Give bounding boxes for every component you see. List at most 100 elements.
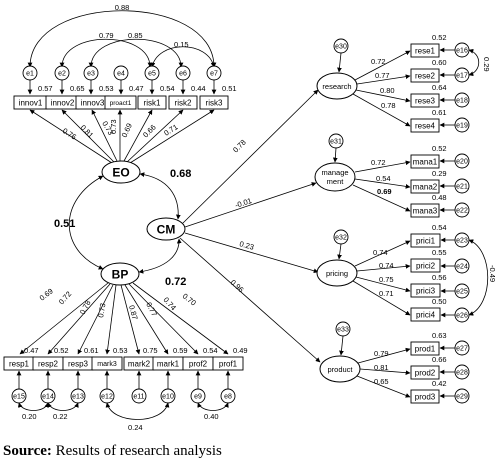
indicator-label: proact1 [110,100,132,107]
error-e28 [454,364,470,380]
indicator-rese3 [410,93,440,108]
indicator-label: prod3 [415,393,436,402]
indicator-prod2 [410,365,440,380]
cov-e15-e14 [17,402,50,411]
indicator-label: mana3 [413,207,438,216]
cov-eo-bp-value: 0.51 [54,218,75,230]
indicator-rese4 [410,118,440,133]
error-label: e6 [179,71,187,78]
error-e20 [454,153,470,169]
sem-path-diagram: e1 e2 e3 e4 e5 e6 e7 0.57 0.65 0.53 0.47… [3,3,497,432]
indicator-label: risk3 [206,99,223,108]
pricing-block: prici1 prici2 prici3 prici4 0.74 0.74 0.… [352,223,497,323]
loading-value: 0.77 [375,71,390,80]
eo-errors: e1 e2 e3 e4 e5 e6 e7 [22,65,222,81]
error-label: e14 [42,394,54,401]
r2-value: 0.53 [113,346,128,355]
loading-value: 0.72 [57,289,73,306]
cov-value: 0.40 [204,412,219,421]
r2-value: 0.48 [432,193,447,202]
error-label: e25 [456,289,468,296]
indicator-label: prod1 [415,345,436,354]
r2-value: 0.51 [222,84,237,93]
error-label: e5 [148,71,156,78]
cov-e5-e7 [150,46,216,68]
indicator-label: mark1 [157,360,180,369]
cov-e1-e7 [27,10,217,68]
cm-paths [179,89,321,363]
error-e27 [454,340,470,356]
indicator-risk3 [199,95,229,110]
eo-r2-values: 0.57 0.65 0.53 0.47 0.54 0.44 0.51 [38,84,237,93]
indicator-label: resp2 [38,360,59,369]
loading-value: 0.74 [162,295,178,312]
loading-value: 0.72 [371,158,386,167]
latent-label: ment [327,177,345,186]
cov-eo-cm [139,172,181,220]
error-e19 [454,117,470,133]
error-label: e16 [456,48,468,55]
r2-value: 0.60 [432,58,447,67]
loading-value: 0.73 [109,119,118,134]
loading-value: 0.69 [38,286,55,302]
indicator-label: resp3 [68,360,89,369]
indicator-label: mana1 [413,158,438,167]
indicator-label: rese4 [415,122,436,131]
error-label: e12 [101,394,113,401]
indicator-mana1 [410,154,440,169]
cov-e12-e10 [105,402,170,420]
r2-value: 0.54 [160,84,175,93]
error-label: e27 [456,346,468,353]
error-label: e26 [456,313,468,320]
r2-value: 0.50 [432,297,447,306]
indicator-risk2 [168,95,198,110]
error-label: e2 [58,71,66,78]
latent-eo-label: EO [112,166,129,180]
r2-value: 0.63 [432,331,447,340]
r2-value: 0.65 [70,84,85,93]
indicator-prod3 [410,389,440,404]
indicator-prici1 [410,233,441,248]
error-label: e10 [162,394,174,401]
error-label: e17 [456,73,468,80]
error-label: e21 [456,184,468,191]
loading-value: 0.65 [374,377,389,386]
indicator-label: prof2 [189,360,208,369]
latent-label: manage [321,168,348,177]
error-label: e20 [456,159,468,166]
error-label: e28 [456,370,468,377]
r2-value: 0.44 [191,84,206,93]
indicator-label: prici2 [416,262,436,271]
error-e18 [454,92,470,108]
error-label: e1 [26,71,34,78]
loading-value: 0.77 [144,301,159,318]
cov-value: -0.49 [488,265,497,282]
r2-value: 0.52 [432,144,447,153]
r2-value: 0.56 [432,273,447,282]
cov-e2-e5 [59,39,153,68]
loading-value: 0.74 [373,248,388,257]
indicator-rese1 [410,43,440,58]
indicator-mana2 [410,179,440,194]
error-label: e7 [210,71,218,78]
error-label: e31 [330,139,342,146]
r2-value: 0.57 [38,84,53,93]
error-label: e22 [456,208,468,215]
latent-bp [100,262,140,286]
path-value: 0.78 [231,138,248,155]
latent-eo [101,160,141,184]
error-label: e24 [456,264,468,271]
bp-loadings: 0.69 0.72 0.78 0.73 0.87 0.77 0.74 0.70 [38,286,198,320]
indicator-label: rese2 [415,72,436,81]
r2-value: 0.53 [99,84,114,93]
indicator-prof1 [212,356,244,371]
r2-value: 0.64 [432,83,447,92]
cov-e3-e6 [88,39,184,68]
cov-eo-cm-value: 0.68 [170,168,191,180]
error-label: e23 [456,238,468,245]
r2-value: 0.61 [432,108,447,117]
error-label: e33 [337,327,349,334]
loading-value: 0.74 [379,261,394,270]
indicator-label: prod2 [415,369,436,378]
cov-value: 0.24 [128,423,143,432]
